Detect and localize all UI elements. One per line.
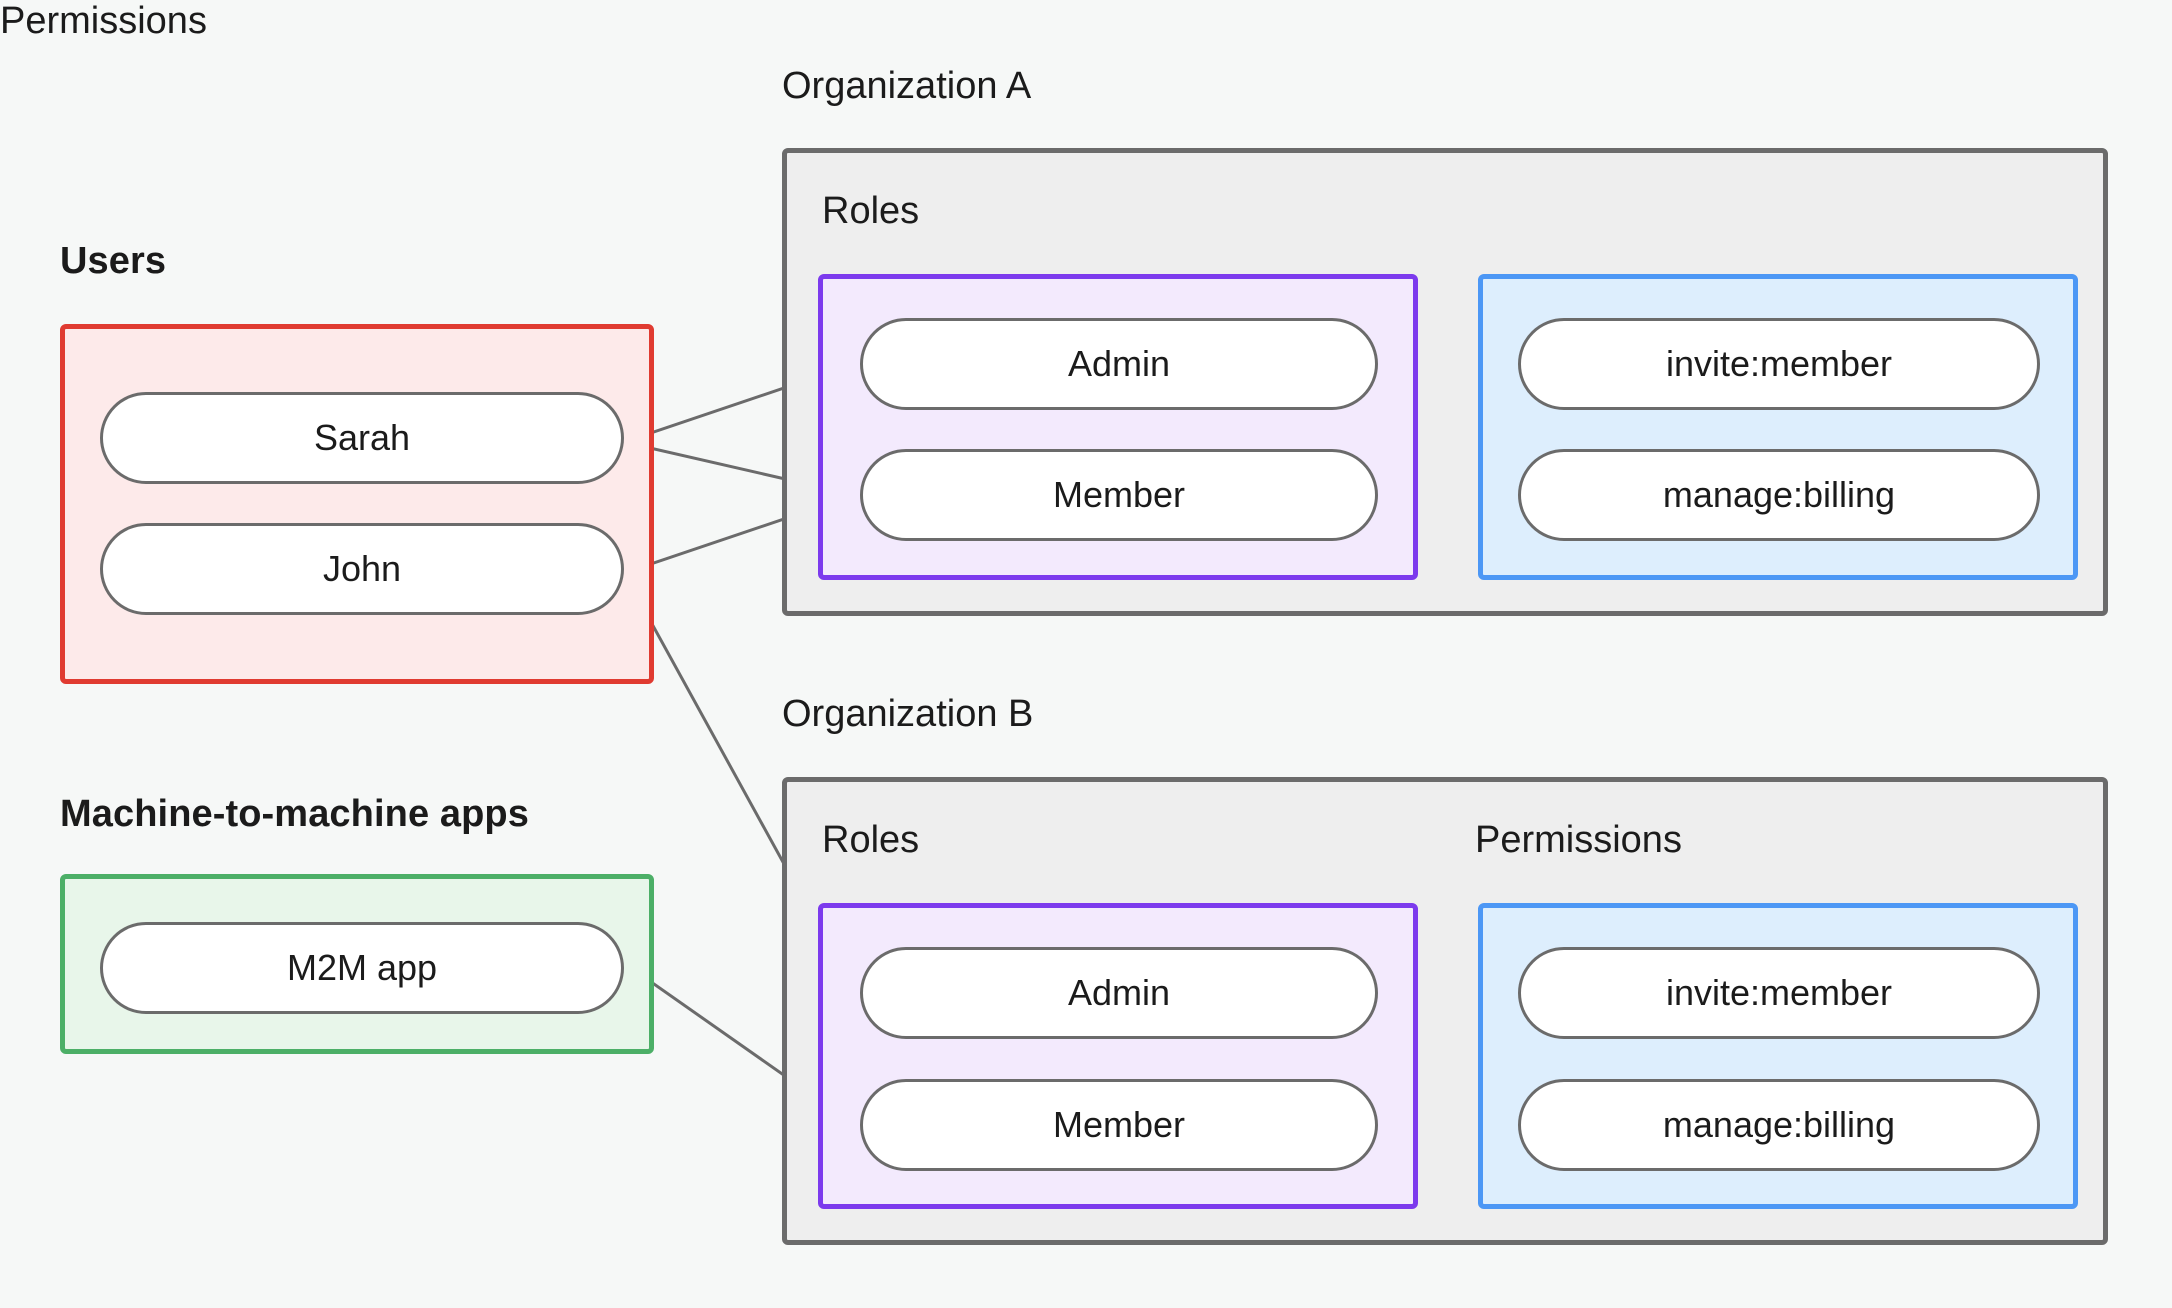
user-pill-john[interactable]: John [100,523,624,615]
organization-a-permission-pill-invite-member-label: invite:member [1665,343,1893,384]
organization-a-permission-pill-manage-billing[interactable]: manage:billing [1518,449,2040,541]
organization-b-role-pill-member-label: Member [1052,1104,1186,1145]
organization-a-role-pill-member-label: Member [1052,474,1186,515]
users-group-box: Sarah John [60,324,654,684]
organization-b-permission-pill-invite-member-label: invite:member [1665,972,1893,1013]
user-pill-john-label: John [322,548,402,589]
organization-a-roles-heading: Roles [822,190,920,232]
organization-b-permissions-heading: Permissions [1475,819,1682,861]
organization-a-role-pill-member[interactable]: Member [860,449,1378,541]
m2m-pill-app[interactable]: M2M app [100,922,624,1014]
organization-a-role-pill-admin-label: Admin [1067,343,1171,384]
organization-a-permission-pill-invite-member[interactable]: invite:member [1518,318,2040,410]
organization-b-permission-pill-manage-billing-label: manage:billing [1662,1104,1896,1145]
organization-b-roles-heading: Roles [822,819,920,861]
m2m-pill-app-label: M2M app [286,947,438,988]
organization-b-permission-pill-manage-billing[interactable]: manage:billing [1518,1079,2040,1171]
m2m-group-box: M2M app [60,874,654,1054]
organization-b-role-pill-admin-label: Admin [1067,972,1171,1013]
organization-b-role-pill-member[interactable]: Member [860,1079,1378,1171]
organization-a-role-pill-admin[interactable]: Admin [860,318,1378,410]
m2m-group-label: Machine-to-machine apps [60,793,529,835]
organization-b-role-pill-admin[interactable]: Admin [860,947,1378,1039]
organization-b-permission-pill-invite-member[interactable]: invite:member [1518,947,2040,1039]
users-group-label: Users [60,240,167,282]
organization-a-permissions-heading: Permissions [0,0,207,42]
user-pill-sarah[interactable]: Sarah [100,392,624,484]
organization-a-permission-pill-manage-billing-label: manage:billing [1662,474,1896,515]
user-pill-sarah-label: Sarah [313,417,411,458]
organization-b-label: Organization B [782,693,1034,735]
organization-a-label: Organization A [782,65,1032,107]
